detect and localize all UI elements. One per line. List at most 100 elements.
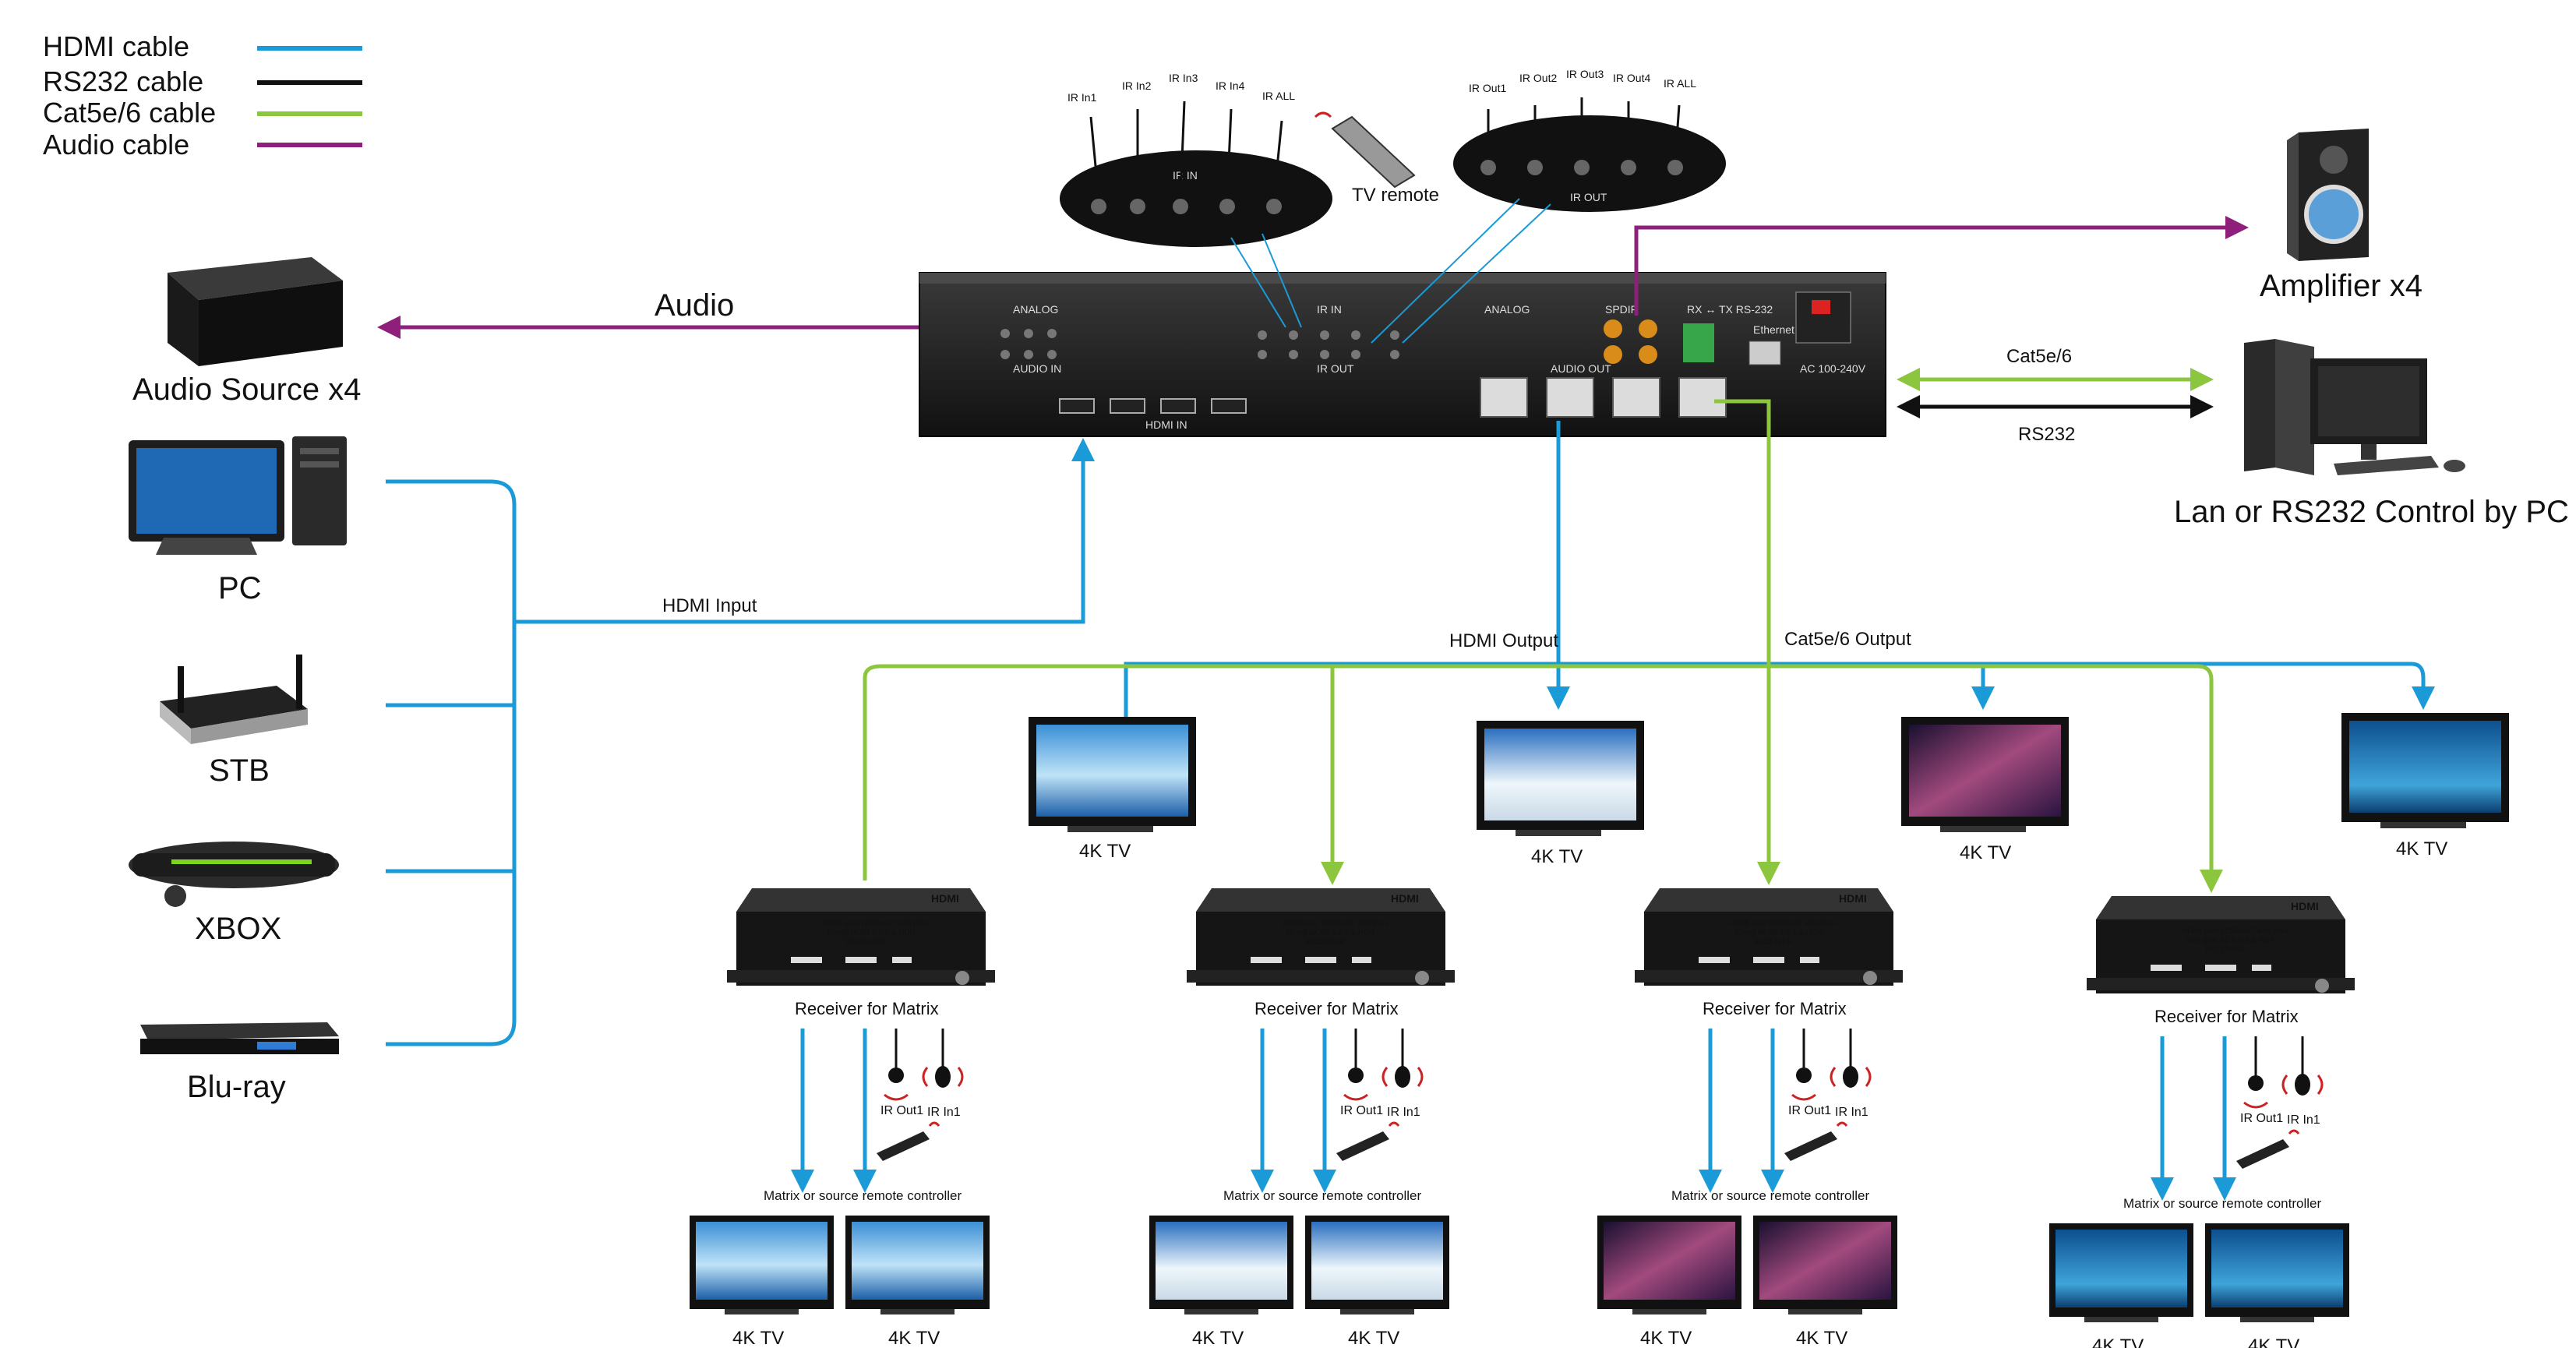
ir-emitter-icon [888, 1067, 904, 1083]
pc-icon [129, 436, 347, 555]
source-label-stb: STB [209, 753, 270, 788]
ir-emitter-icon [2248, 1075, 2264, 1091]
ir-receiver-icon [1843, 1066, 1858, 1088]
tv-screen-icon [1311, 1222, 1443, 1300]
audio-source: Audio Source x4 Audio [132, 257, 990, 407]
ir-out-panel-label: IR OUT [1570, 191, 1607, 203]
audio-box-icon [168, 257, 343, 366]
receiver-port [1305, 957, 1336, 963]
ir-out-label-2: IR Out2 [1519, 72, 1557, 84]
tv-screen-icon [1036, 725, 1188, 817]
tv-screen-icon [1156, 1222, 1287, 1300]
tv-screen-icon [852, 1222, 983, 1300]
tv-stand [1340, 1309, 1414, 1314]
tv-stand [1184, 1309, 1258, 1314]
ethernet-port [1749, 341, 1781, 365]
tv-label: 4K TV [888, 1328, 940, 1348]
panel-ir-in: IR IN [1317, 303, 1342, 316]
cat-output-label: Cat5e/6 Output [1784, 629, 1911, 650]
remote-controller-label: Matrix or source remote controller [764, 1188, 962, 1203]
receiver-port [845, 957, 877, 963]
source-label-pc: PC [218, 571, 262, 605]
receiver-line3: RECEIVER [845, 938, 885, 947]
tv-screen-icon [2349, 721, 2501, 813]
receiver-ir-in-label: IR In1 [2287, 1113, 2320, 1127]
panel-audio-in: AUDIO IN [1013, 362, 1061, 375]
amplifier: Amplifier x4 [1634, 129, 2422, 316]
receiver-port [2151, 965, 2182, 971]
ir-in-bubble: IR IN IR In1 IR In2 IR In3 IR In4 IR ALL [1060, 72, 1332, 247]
ir-in-label-1: IR In1 [1067, 91, 1097, 104]
tv-screen-icon [696, 1222, 827, 1300]
source-label-bluray: Blu-ray [187, 1070, 286, 1104]
power-inlet [1795, 291, 1851, 344]
matrix-unit: ANALOG AUDIO IN HDMI IN IR IN IR OUT ANA… [919, 272, 1886, 437]
ir-in-panel-label: IR IN [1173, 169, 1198, 182]
desktop-pc-icon [2244, 339, 2465, 475]
ir-receiver-icon [2295, 1074, 2310, 1096]
tv-stand [725, 1309, 799, 1314]
panel-analog-left: ANALOG [1013, 303, 1058, 316]
hdmi-in-ports [1059, 398, 1247, 414]
receiver-line3: RECEIVER [1305, 938, 1345, 947]
receiver-ir-out-label: IR Out1 [880, 1104, 923, 1117]
ir-in-label-2: IR In2 [1122, 79, 1152, 92]
receiver-brand: HDMI [931, 892, 959, 905]
receiver-dc-jack [955, 971, 969, 985]
tv-stand [880, 1309, 955, 1314]
power-switch-icon [1812, 300, 1830, 314]
tv-screen-icon [1909, 725, 2061, 817]
ir-out-bubble: IR OUT IR Out1 IR Out2 IR Out3 IR Out4 I… [1453, 68, 1726, 212]
receiver-port [1352, 957, 1371, 963]
receiver-top [736, 888, 986, 912]
receiver-top [1644, 888, 1893, 912]
legend: HDMI cable RS232 cable Cat5e/6 cable Aud… [43, 30, 362, 161]
tv-screen-icon [1484, 729, 1636, 820]
xbox-icon [129, 842, 339, 907]
panel-audio-out: AUDIO OUT [1551, 362, 1611, 375]
receiver-ir-out-label: IR Out1 [1788, 1104, 1831, 1117]
ir-signal-icon [1343, 1093, 1368, 1101]
receiver-brand: HDMI [2291, 900, 2319, 912]
receiver-label: Receiver for Matrix [795, 999, 939, 1018]
panel-rs232: RX ↔ TX RS-232 [1687, 303, 1773, 316]
receiver-dc-jack [1863, 971, 1877, 985]
receiver-port [1753, 957, 1784, 963]
ir-out-label-3: IR Out3 [1566, 68, 1604, 80]
source-pc: PC [129, 436, 347, 605]
remote-controller-icon [1784, 1131, 1837, 1161]
tv-stand [1788, 1309, 1862, 1314]
tv-remote: TV remote [1314, 111, 1439, 206]
amplifier-label: Amplifier x4 [2260, 269, 2422, 303]
panel-spdif: SPDIF [1605, 303, 1637, 316]
receiver-ir-in-label: IR In1 [1387, 1106, 1420, 1119]
receiver-line2: 40m@4K 60 4:4:4 & HDR [826, 929, 916, 937]
ir-in-label-4: IR In4 [1216, 79, 1245, 92]
receiver-brand: HDMI [1839, 892, 1867, 905]
remote-controller-label: Matrix or source remote controller [1671, 1188, 1869, 1203]
tv-label: 4K TV [1348, 1328, 1399, 1348]
receiver-line3: RECEIVER [2205, 946, 2245, 955]
hdbt-out-ports [1480, 377, 1727, 418]
source-label-xbox: XBOX [195, 912, 281, 946]
ir-out-label-4: IR Out4 [1613, 72, 1650, 84]
hdmi-input-bus [386, 438, 1095, 1046]
remote-controller-icon [2236, 1139, 2289, 1169]
receiver-line1: HDMI over HDBaseT with PoH [1730, 919, 1837, 928]
tv-screen-icon [1604, 1222, 1735, 1300]
receiver-flange [2087, 978, 2355, 990]
ir-out-label-1: IR Out1 [1469, 82, 1506, 94]
remote-controller-label: Matrix or source remote controller [2123, 1196, 2321, 1211]
receiver-flange [727, 970, 995, 983]
cat-control-label: Cat5e/6 [2006, 346, 2072, 367]
panel-ir-out: IR OUT [1317, 362, 1354, 375]
hdmi-input-label: HDMI Input [662, 595, 757, 616]
receiver-port [2205, 965, 2236, 971]
tv-top-3: 4K TV [1901, 717, 2069, 863]
receiver-label: Receiver for Matrix [1254, 999, 1399, 1018]
legend-label-cat: Cat5e/6 cable [43, 97, 216, 129]
analog-in-jacks [1000, 329, 1057, 359]
hdmi-output-label: HDMI Output [1449, 630, 1558, 651]
